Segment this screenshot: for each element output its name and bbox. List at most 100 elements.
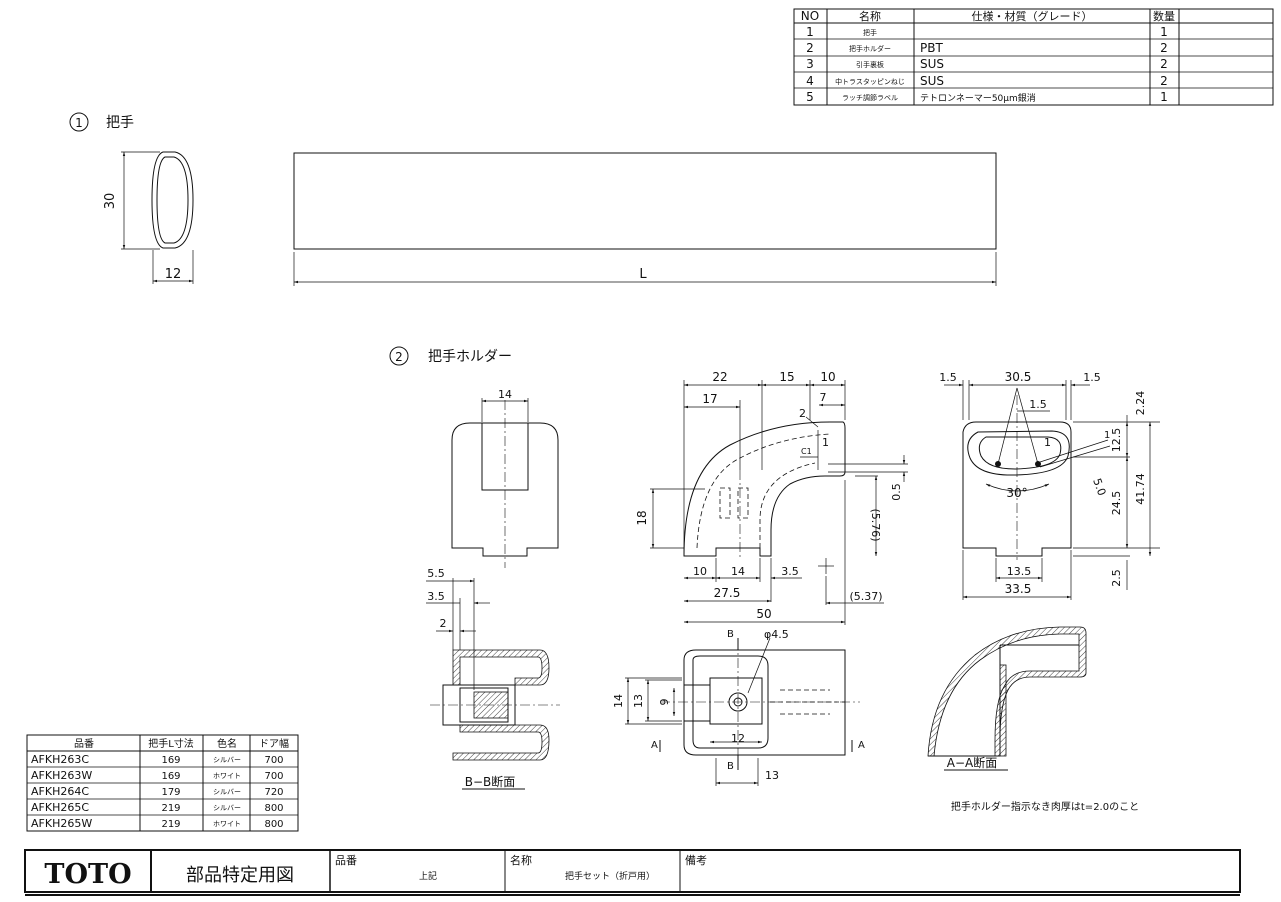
variants-length: 179 bbox=[161, 787, 180, 798]
dim-side-50: 50 bbox=[756, 607, 771, 621]
parts-no: 3 bbox=[806, 57, 814, 71]
dim-end-335: 33.5 bbox=[1005, 582, 1032, 596]
dim-end-15b: 1.5 bbox=[1083, 371, 1101, 384]
variants-row: AFKH265W 219 ホワイト 800 bbox=[31, 817, 284, 830]
label-section-aa: A−A断面 bbox=[947, 755, 997, 770]
dim-end-224: 2.24 bbox=[1134, 391, 1147, 416]
parts-row: 1 把手 1 bbox=[806, 25, 1168, 39]
parts-no: 2 bbox=[806, 41, 814, 55]
variants-door: 700 bbox=[264, 771, 283, 782]
dim-side-18: 18 bbox=[635, 510, 649, 525]
dim-top-phi: φ4.5 bbox=[764, 628, 789, 641]
holder-front-view: 14 bbox=[451, 388, 559, 568]
section-aa-view: A−A断面 bbox=[927, 626, 1087, 771]
parts-row: 2 把手ホルダー PBT 2 bbox=[806, 41, 1168, 55]
parts-qty: 2 bbox=[1160, 41, 1168, 55]
parts-qty: 2 bbox=[1160, 57, 1168, 71]
label-section-bb: B−B断面 bbox=[465, 774, 516, 789]
dim-end-1b: 1 bbox=[1104, 430, 1110, 441]
parts-table: NO 名称 仕様・材質（グレード） 数量 1 把手 1 2 把手ホルダー PBT… bbox=[793, 8, 1274, 106]
variants-color: シルバー bbox=[213, 804, 241, 812]
dim-side-05: 0.5 bbox=[890, 483, 903, 501]
dim-end-245: 24.5 bbox=[1110, 491, 1123, 516]
dim-side-275: 27.5 bbox=[714, 586, 741, 600]
dim-front-width: 14 bbox=[498, 388, 512, 401]
part-no-value: 上記 bbox=[419, 870, 437, 882]
parts-no: 5 bbox=[806, 90, 814, 104]
dim-side-b14: 14 bbox=[731, 565, 745, 578]
variants-color: ホワイト bbox=[213, 772, 241, 780]
section-bb-view: 5.5 3.5 2 B−B断面 bbox=[426, 567, 560, 790]
variants-header-color: 色名 bbox=[217, 737, 237, 750]
parts-spec: SUS bbox=[920, 57, 944, 71]
parts-qty: 2 bbox=[1160, 74, 1168, 88]
section-1-heading: 1 把手 bbox=[69, 112, 134, 132]
parts-name: 中トラスタッピンねじ bbox=[835, 77, 905, 86]
variants-header-code: 品番 bbox=[74, 738, 94, 750]
dim-end-r50: 5.0 bbox=[1090, 477, 1108, 498]
variants-door: 800 bbox=[264, 819, 283, 830]
dim-side-b10: 10 bbox=[693, 565, 707, 578]
section-1-title: 把手 bbox=[106, 115, 134, 131]
dim-end-135: 13.5 bbox=[1007, 565, 1032, 578]
parts-no: 1 bbox=[806, 25, 814, 39]
variants-color: ホワイト bbox=[213, 820, 241, 828]
wall-thickness-note: 把手ホルダー指示なき肉厚はt=2.0のこと bbox=[951, 800, 1139, 813]
variants-header-door: ドア幅 bbox=[259, 737, 289, 750]
dim-end-4174: 41.74 bbox=[1134, 473, 1147, 505]
dim-bb-2: 2 bbox=[440, 617, 447, 630]
dim-top-14: 14 bbox=[612, 694, 625, 708]
variants-length: 169 bbox=[161, 771, 180, 782]
section-2-heading: 2 把手ホルダー bbox=[389, 346, 512, 366]
dim-end-25: 2.5 bbox=[1110, 569, 1123, 587]
parts-header-spec: 仕様・材質（グレード） bbox=[972, 9, 1093, 23]
label-top-a2: A bbox=[858, 740, 865, 751]
dim-bb-55: 5.5 bbox=[427, 567, 445, 580]
variants-row: AFKH265C 219 シルバー 800 bbox=[31, 801, 284, 814]
variants-table: 品番 把手L寸法 色名 ドア幅 AFKH263C 169 シルバー 700 AF… bbox=[26, 734, 299, 832]
dim-top-9: 9 bbox=[658, 699, 671, 706]
section-1-number: 1 bbox=[75, 116, 83, 130]
dim-side-2: 2 bbox=[799, 407, 806, 420]
dim-side-b35: 3.5 bbox=[781, 565, 799, 578]
parts-header-name: 名称 bbox=[859, 9, 881, 23]
variants-code: AFKH264C bbox=[31, 785, 89, 798]
variants-row: AFKH263W 169 ホワイト 700 bbox=[31, 769, 284, 782]
dim-side-537: (5.37) bbox=[849, 590, 882, 603]
dim-end-1: 1 bbox=[1044, 436, 1051, 449]
doc-type-title: 部品特定用図 bbox=[186, 865, 294, 886]
dim-side-17: 17 bbox=[702, 392, 717, 406]
dim-top-13b: 13 bbox=[765, 769, 779, 782]
dim-top-12: 12 bbox=[731, 732, 745, 745]
variants-code: AFKH265C bbox=[31, 801, 89, 814]
variants-code: AFKH263C bbox=[31, 753, 89, 766]
toto-logo: TOTO bbox=[44, 859, 131, 890]
section-2-number: 2 bbox=[395, 350, 403, 364]
holder-side-view: 22 15 10 17 7 2 1 C1 0.5 18 (5.76) bbox=[635, 370, 908, 625]
dim-bb-35: 3.5 bbox=[427, 590, 445, 603]
variants-door: 720 bbox=[264, 787, 283, 798]
dim-side-c1: C1 bbox=[801, 447, 812, 456]
variants-door: 700 bbox=[264, 755, 283, 766]
dim-side-22: 22 bbox=[712, 370, 727, 384]
dim-end-125: 12.5 bbox=[1110, 428, 1123, 453]
parts-header-no: NO bbox=[801, 9, 819, 23]
name-label: 名称 bbox=[510, 853, 532, 867]
parts-spec: SUS bbox=[920, 74, 944, 88]
label-top-b1: B bbox=[727, 629, 734, 640]
variants-color: シルバー bbox=[213, 788, 241, 796]
dim-end-305: 30.5 bbox=[1005, 370, 1032, 384]
parts-row: 5 ラッチ調節ラベル テトロンネーマー50μm銀消 1 bbox=[806, 90, 1168, 104]
dim-side-10: 10 bbox=[820, 370, 835, 384]
variants-header-length: 把手L寸法 bbox=[148, 737, 194, 750]
parts-name: 引手裏板 bbox=[856, 60, 884, 69]
parts-header-qty: 数量 bbox=[1153, 10, 1175, 23]
title-block: TOTO 部品特定用図 品番 上記 名称 把手セット（折戸用） 備考 bbox=[24, 849, 1241, 896]
parts-row: 4 中トラスタッピンねじ SUS 2 bbox=[806, 74, 1168, 88]
dim-end-30deg: 30° bbox=[1006, 486, 1027, 500]
holder-end-view: 30° 1.5 30.5 1.5 1.5 1 1 5.0 12.5 24.5 4… bbox=[939, 370, 1160, 600]
parts-row: 3 引手裏板 SUS 2 bbox=[806, 57, 1168, 71]
variants-door: 800 bbox=[264, 803, 283, 814]
part-no-label: 品番 bbox=[335, 854, 357, 867]
